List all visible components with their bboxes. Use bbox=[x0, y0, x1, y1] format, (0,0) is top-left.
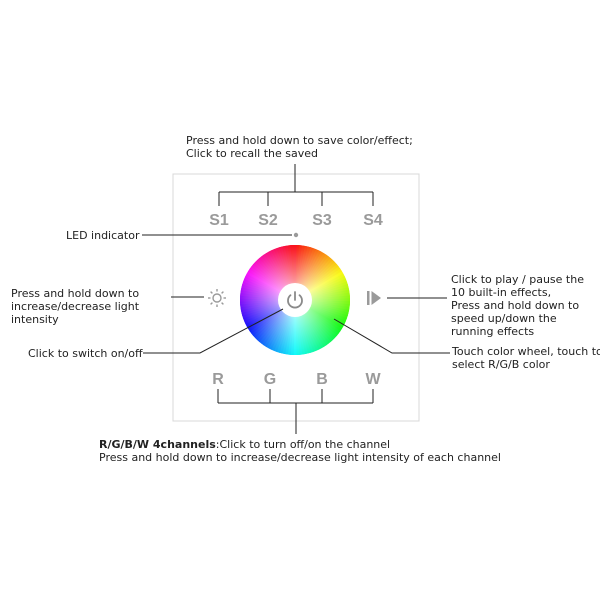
brightness-callout-line2: increase/decrease light bbox=[11, 300, 140, 313]
channels-callout-line2: Press and hold down to increase/decrease… bbox=[99, 451, 501, 464]
channel-key-b[interactable]: B bbox=[316, 371, 328, 388]
scene-key-s3[interactable]: S3 bbox=[312, 212, 332, 229]
led-callout: LED indicator bbox=[66, 229, 139, 242]
power-callout: Click to switch on/off bbox=[28, 347, 143, 360]
leader-lines bbox=[142, 164, 450, 434]
scene-key-s1[interactable]: S1 bbox=[209, 212, 229, 229]
brightness-callout-line1: Press and hold down to bbox=[11, 287, 140, 300]
brightness-callout: Press and hold down to increase/decrease… bbox=[11, 287, 139, 326]
led-indicator-dot bbox=[293, 232, 299, 238]
channels-callout-line1: R/G/B/W 4channels:Click to turn off/on t… bbox=[99, 438, 501, 451]
play-callout-line5: running effects bbox=[451, 325, 535, 338]
wheel-callout-line1: Touch color wheel, touch to bbox=[452, 345, 600, 358]
wheel-callout-line2: select R/G/B color bbox=[452, 358, 550, 371]
channel-key-w[interactable]: W bbox=[365, 371, 381, 388]
channel-keys: R G B W bbox=[212, 371, 381, 388]
scene-key-s2[interactable]: S2 bbox=[258, 212, 278, 229]
play-callout: Click to play / pause the 10 built-in ef… bbox=[451, 273, 584, 338]
channels-callout-desc: :Click to turn off/on the channel bbox=[215, 438, 391, 451]
play-callout-line3: Press and hold down to bbox=[451, 299, 580, 312]
scene-callout-line2: Click to recall the saved bbox=[186, 147, 318, 160]
sun-icon[interactable] bbox=[208, 289, 226, 307]
channel-key-r[interactable]: R bbox=[212, 371, 224, 388]
play-callout-line2: 10 built-in effects, bbox=[451, 286, 552, 299]
play-pause-icon[interactable] bbox=[367, 291, 381, 305]
scene-keys: S1 S2 S3 S4 bbox=[209, 212, 383, 229]
channels-callout: R/G/B/W 4channels:Click to turn off/on t… bbox=[99, 438, 501, 464]
channels-callout-title: R/G/B/W 4channels bbox=[99, 438, 216, 451]
power-callout-text: Click to switch on/off bbox=[28, 347, 143, 360]
power-button[interactable] bbox=[278, 283, 312, 317]
scene-key-s4[interactable]: S4 bbox=[363, 212, 383, 229]
wheel-callout: Touch color wheel, touch to select R/G/B… bbox=[452, 345, 600, 371]
power-icon bbox=[287, 291, 303, 309]
scene-callout-line1: Press and hold down to save color/effect… bbox=[186, 134, 413, 147]
play-callout-line4: speed up/down the bbox=[451, 312, 557, 325]
play-callout-line1: Click to play / pause the bbox=[451, 273, 584, 286]
led-callout-text: LED indicator bbox=[66, 229, 140, 242]
scene-callout: Press and hold down to save color/effect… bbox=[186, 134, 413, 160]
channel-key-g[interactable]: G bbox=[264, 371, 276, 388]
brightness-callout-line3: intensity bbox=[11, 313, 59, 326]
